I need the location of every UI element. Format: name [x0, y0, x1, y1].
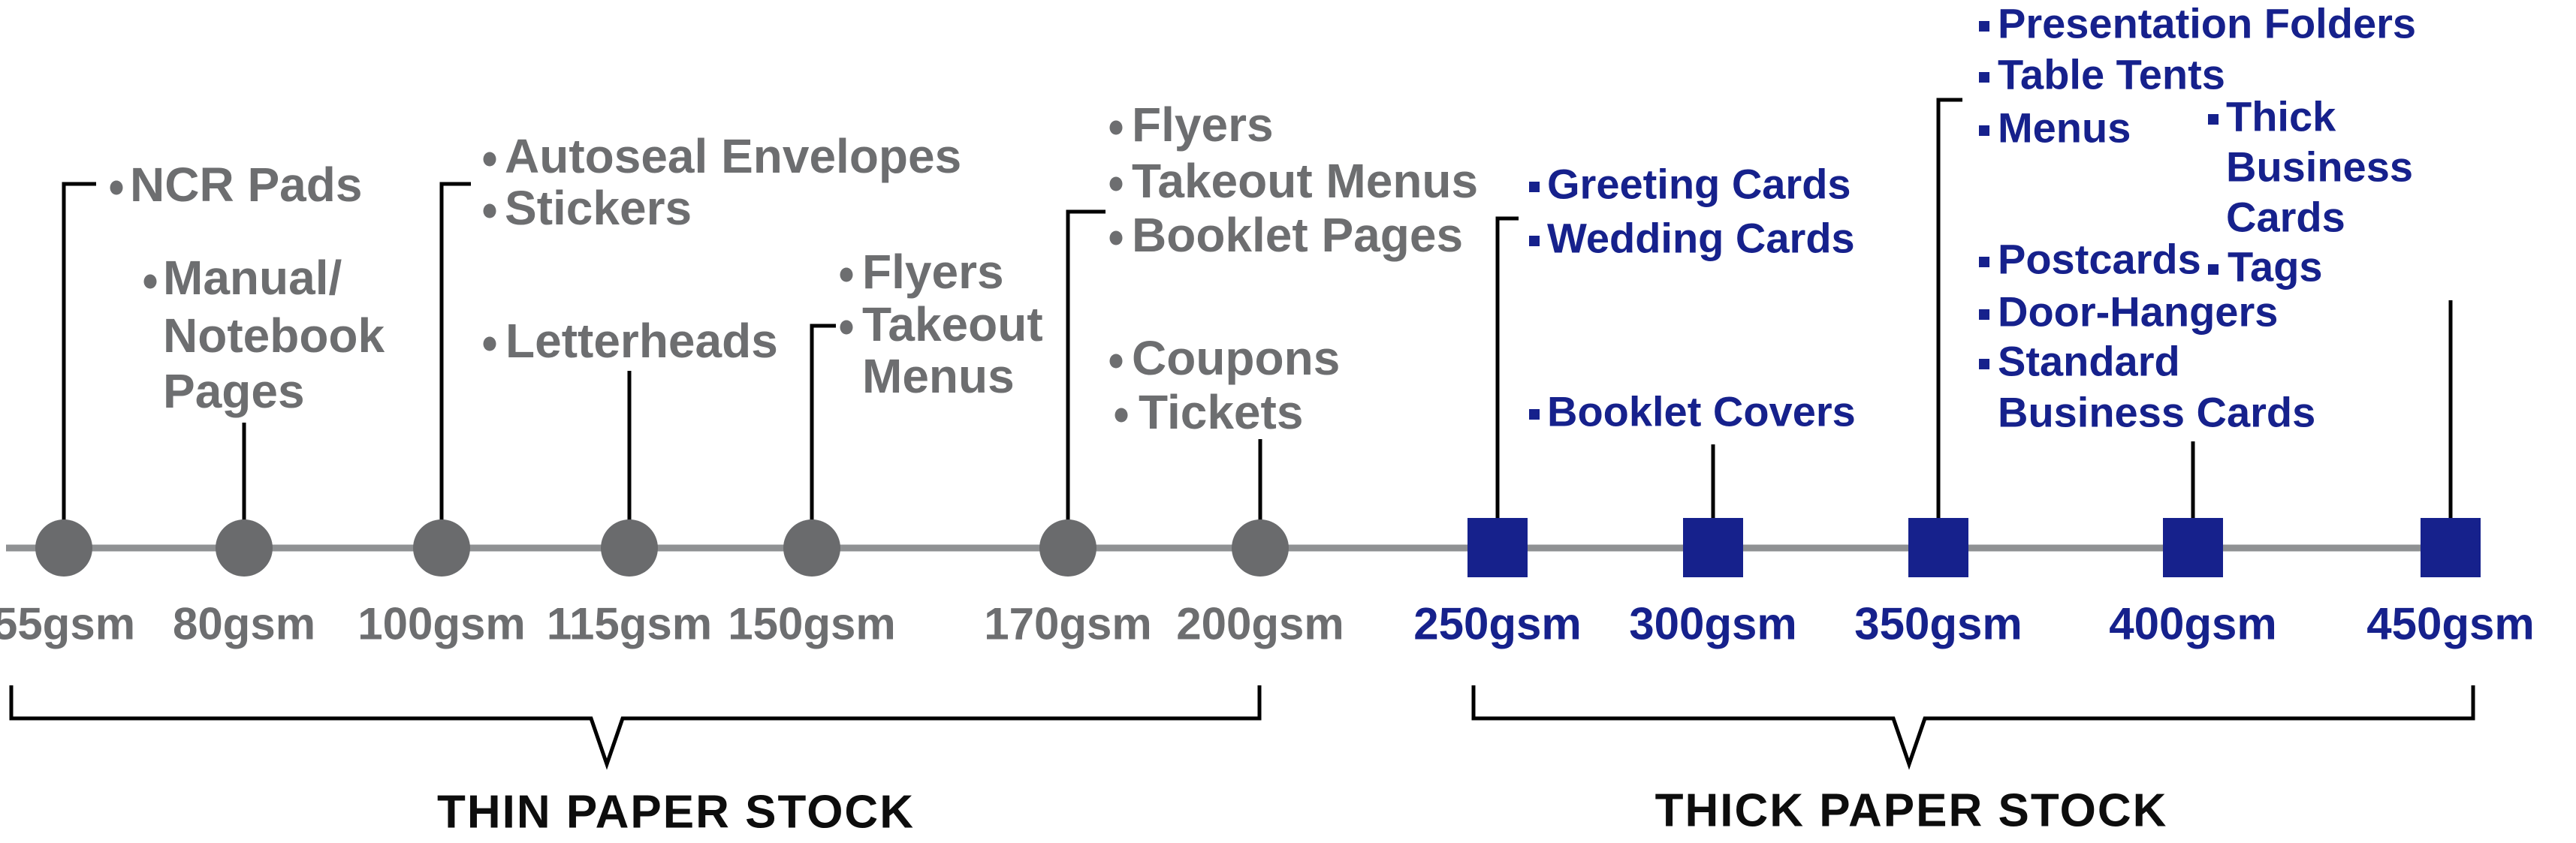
gsm-label: 450gsm — [2366, 598, 2535, 649]
stock-use-label: Standard — [1998, 337, 2180, 385]
gsm-label: 350gsm — [1854, 598, 2022, 649]
gsm-label: 170gsm — [984, 598, 1152, 649]
gsm-label: 200gsm — [1176, 598, 1344, 649]
timeline-circle-marker — [413, 519, 470, 577]
connector-line — [62, 182, 96, 548]
connector-line — [810, 324, 836, 548]
bullet-icon — [1109, 230, 1123, 245]
stock-use-label: Tags — [2228, 242, 2323, 291]
stock-use-label: Tickets — [1139, 385, 1304, 439]
timeline-circle-marker — [1039, 519, 1096, 577]
stock-use-label: Stickers — [505, 181, 692, 235]
stock-use-label: Takeout — [862, 297, 1043, 351]
stock-use-label: Menus — [1998, 104, 2131, 152]
bullet-icon — [483, 203, 496, 218]
stock-use-label: Postcards — [1998, 235, 2201, 283]
timeline-circle-marker — [216, 519, 273, 577]
gsm-label: 150gsm — [728, 598, 896, 649]
bullet-icon — [110, 180, 123, 195]
stock-use-label: Manual/ — [163, 251, 342, 305]
stock-use-label: Wedding Cards — [1547, 214, 1855, 262]
bullet-icon — [1979, 72, 1989, 83]
stock-use-label: Notebook — [163, 309, 385, 363]
gsm-label: 250gsm — [1413, 598, 1582, 649]
stock-use-label: Presentation Folders — [1998, 0, 2417, 47]
stock-use-label: Flyers — [862, 245, 1004, 299]
stock-use-label: Pages — [163, 364, 305, 418]
timeline-square-marker — [2163, 518, 2223, 577]
gsm-label: 400gsm — [2109, 598, 2277, 649]
bullet-icon — [143, 274, 157, 289]
bullet-icon — [1979, 359, 1989, 369]
timeline-circle-marker — [35, 519, 92, 577]
stock-use-label: Booklet Covers — [1547, 387, 1856, 435]
bullet-icon — [1109, 120, 1123, 135]
stock-use-label: Letterheads — [505, 314, 778, 368]
connector-line — [1066, 209, 1106, 548]
stock-use-label: Thick — [2226, 92, 2336, 140]
timeline-circle-marker — [1232, 519, 1289, 577]
thick-paper-stock-title: THICK PAPER STOCK — [1654, 784, 2168, 837]
gsm-label: 115gsm — [546, 598, 713, 649]
gsm-label: 300gsm — [1629, 598, 1797, 649]
connector-line — [439, 182, 471, 548]
gsm-label: 55gsm — [0, 598, 136, 649]
bullet-icon — [483, 336, 496, 351]
bullet-icon — [1529, 409, 1540, 420]
section-brace — [9, 685, 1262, 770]
bullet-icon — [1529, 182, 1540, 192]
stock-use-label: Business — [2226, 143, 2413, 191]
bullet-icon — [1109, 176, 1123, 191]
timeline-circle-marker — [601, 519, 658, 577]
bullet-icon — [1979, 21, 1989, 32]
bullet-icon — [2208, 264, 2219, 275]
bullet-icon — [1979, 257, 1989, 267]
section-brace — [1471, 685, 2475, 770]
stock-use-label: Menus — [862, 349, 1015, 403]
bullet-icon — [483, 152, 496, 167]
stock-use-label: Takeout Menus — [1132, 154, 1479, 208]
stock-use-label: Door-Hangers — [1998, 288, 2279, 336]
bullet-icon — [1109, 354, 1123, 369]
bullet-icon — [1979, 125, 1989, 136]
stock-use-label: Table Tents — [1998, 50, 2225, 98]
bullet-icon — [1529, 236, 1540, 246]
stock-use-label: Greeting Cards — [1547, 160, 1851, 208]
bullet-icon — [840, 267, 853, 282]
bullet-icon — [2208, 114, 2219, 125]
bullet-icon — [1979, 309, 1989, 320]
bullet-icon — [1115, 408, 1128, 423]
gsm-label: 100gsm — [357, 598, 526, 649]
timeline-square-marker — [1467, 518, 1528, 577]
stock-use-label: Cards — [2226, 193, 2345, 241]
stock-use-label: Booklet Pages — [1132, 208, 1464, 262]
timeline-circle-marker — [783, 519, 840, 577]
timeline-square-marker — [1683, 518, 1743, 577]
stock-use-label: Business Cards — [1998, 388, 2316, 436]
stock-use-label: NCR Pads — [130, 158, 363, 212]
thin-paper-stock-title: THIN PAPER STOCK — [437, 786, 915, 838]
stock-use-label: Coupons — [1132, 331, 1341, 385]
gsm-label: 80gsm — [172, 598, 316, 649]
timeline-square-marker — [2421, 518, 2481, 577]
bullet-icon — [840, 320, 853, 335]
stock-use-label: Flyers — [1132, 98, 1274, 152]
connector-line — [1936, 98, 1962, 548]
stock-use-label: Autoseal Envelopes — [505, 129, 962, 183]
connector-line — [1495, 216, 1519, 548]
timeline-square-marker — [1908, 518, 1968, 577]
